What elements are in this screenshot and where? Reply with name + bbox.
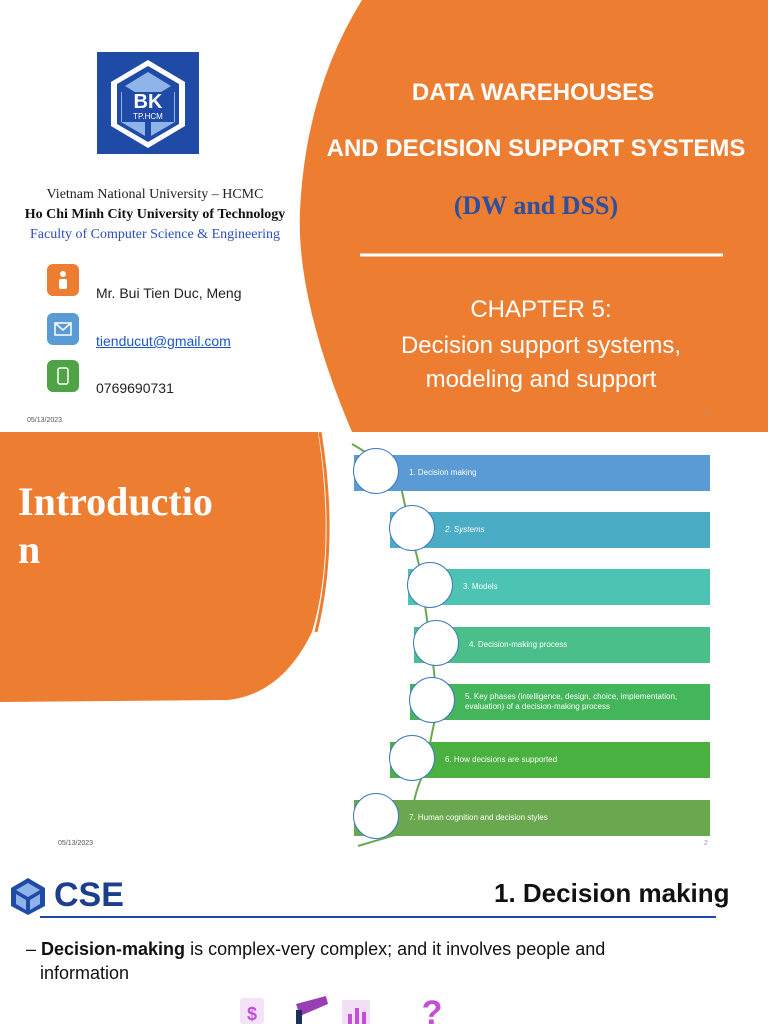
faculty-name: Faculty of Computer Science & Engineerin… — [30, 227, 280, 242]
arrow-chart-icon — [296, 996, 328, 1024]
question-mark-icon: ? — [422, 994, 443, 1024]
topic-circle — [389, 735, 435, 781]
topic-bar: 4. Decision-making process — [414, 627, 710, 663]
topic-label: 2. Systems — [445, 525, 485, 534]
introduction-title-line1: Introductio — [18, 479, 213, 524]
bullet-item: – Decision-making is complex-very comple… — [26, 937, 746, 961]
dollar-icon: $ — [240, 998, 264, 1024]
bk-small-logo — [11, 878, 45, 915]
topic-circle — [389, 505, 435, 551]
chapter-title-line1: Decision support systems, — [400, 332, 682, 359]
bullet-marker: – — [26, 939, 42, 959]
bk-logo-text: BK — [122, 92, 174, 112]
slide-date: 05/13/2023 — [27, 417, 63, 424]
bullet-text: is complex-very complex; and it involves… — [185, 939, 606, 959]
bk-logo-subtext: TP.HCM — [122, 112, 174, 122]
email-link[interactable]: tienducut@gmail.com — [96, 333, 231, 349]
school-name: Ho Chi Minh City University of Technolog… — [24, 207, 286, 222]
slide-date: 05/13/2023 — [58, 840, 94, 847]
bullet-bold-term: Decision-making — [41, 939, 186, 959]
topic-label: 4. Decision-making process — [469, 640, 568, 649]
orange-side-shape — [0, 432, 330, 702]
introduction-title-line2: n — [18, 527, 41, 572]
chapter-number: CHAPTER 5: — [470, 296, 612, 323]
bk-logo: BK TP.HCM — [97, 52, 199, 154]
decision-making-slide: CSE 1. Decision making – Decision-making… — [0, 856, 768, 1024]
course-title-line2: AND DECISION SUPPORT SYSTEMS — [326, 135, 746, 162]
phone-icon — [47, 360, 79, 392]
chapter-title-line2: modeling and support — [425, 366, 657, 393]
topic-circle — [413, 620, 459, 666]
topic-circle — [353, 793, 399, 839]
title-slide: BK TP.HCM Vietnam National University – … — [0, 0, 768, 432]
topic-label: 3. Models — [463, 582, 498, 591]
topic-label: 6. How decisions are supported — [445, 755, 558, 764]
topic-bar: 1. Decision making — [354, 455, 710, 491]
cse-logo-text: CSE — [54, 876, 124, 914]
slide-title: 1. Decision making — [494, 878, 730, 908]
course-title-line1: DATA WAREHOUSES — [411, 79, 655, 106]
topic-bar: 3. Models — [408, 569, 710, 605]
orange-background-shape — [299, 0, 768, 432]
svg-text:?: ? — [422, 994, 443, 1024]
topic-label: 1. Decision making — [409, 468, 477, 477]
email-icon — [47, 313, 79, 345]
course-abbreviation: (DW and DSS) — [453, 191, 619, 220]
svg-text:$: $ — [247, 1004, 257, 1024]
topic-label: 5. Key phases (intelligence, design, cho… — [465, 692, 678, 711]
topic-circle — [353, 448, 399, 494]
topic-label: 7. Human cognition and decision styles — [409, 813, 548, 822]
title-underline — [40, 916, 716, 918]
bullet-continuation: information — [40, 963, 130, 983]
page-number: 2 — [704, 840, 708, 847]
topic-circle — [409, 677, 455, 723]
topic-bar: 7. Human cognition and decision styles — [354, 800, 710, 836]
person-icon — [47, 264, 79, 296]
topic-circle — [407, 562, 453, 608]
bar-chart-icon — [342, 1000, 370, 1024]
topic-bar: 2. Systems — [390, 512, 710, 548]
topic-bar: 6. How decisions are supported — [390, 742, 710, 778]
instructor-name: Mr. Bui Tien Duc, Meng — [96, 285, 242, 301]
university-name: Vietnam National University – HCMC — [46, 187, 264, 202]
introduction-slide: Introductio n 1. Decision making 2. Syste… — [0, 432, 768, 856]
topic-bar: 5. Key phases (intelligence, design, cho… — [410, 684, 710, 720]
page-number: 1 — [705, 408, 709, 415]
phone-number: 0769690731 — [96, 380, 174, 396]
